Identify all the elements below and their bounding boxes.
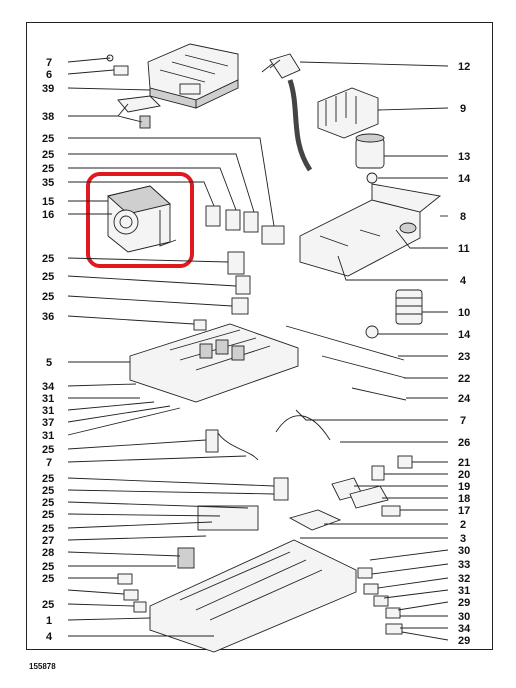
callout-4: 4 — [460, 275, 467, 287]
callout-25: 25 — [42, 133, 54, 145]
callout-28: 28 — [42, 547, 54, 559]
callout-27: 27 — [42, 535, 54, 547]
callout-7: 7 — [460, 415, 466, 427]
callout-25: 25 — [42, 573, 54, 585]
callout-11: 11 — [458, 243, 470, 255]
callout-21: 21 — [458, 457, 470, 469]
callout-13: 13 — [458, 151, 470, 163]
callout-25: 25 — [42, 253, 54, 265]
bottom-left-parts — [117, 573, 147, 613]
callout-31: 31 — [458, 585, 470, 597]
small-board — [288, 509, 342, 531]
callout-18: 18 — [458, 493, 470, 505]
terminal-block — [317, 87, 379, 139]
callout-25: 25 — [42, 473, 54, 485]
right-callouts: 12 9 13 14 8 11 4 10 14 23 22 24 7 26 21… — [458, 61, 471, 647]
figure-reference-number: 155878 — [29, 662, 56, 671]
callout-10: 10 — [458, 307, 470, 319]
callout-25: 25 — [42, 444, 54, 456]
callout-25: 25 — [42, 509, 54, 521]
callout-19: 19 — [458, 481, 470, 493]
callout-24: 24 — [458, 393, 471, 405]
callout-25: 25 — [42, 485, 54, 497]
cable-ties — [285, 325, 407, 401]
callout-25: 25 — [42, 271, 54, 283]
callout-14: 14 — [458, 173, 471, 185]
upper-circuit-board — [129, 323, 299, 403]
callout-35: 35 — [42, 177, 54, 189]
cable-gland — [365, 289, 423, 339]
callout-25: 25 — [42, 291, 54, 303]
callout-6: 6 — [46, 69, 52, 81]
callout-25: 25 — [42, 149, 54, 161]
callout-25: 25 — [42, 561, 54, 573]
callout-31: 31 — [42, 393, 54, 405]
small-right-parts — [331, 455, 413, 517]
connector-blocks — [193, 205, 285, 331]
callout-31: 31 — [42, 430, 54, 442]
callout-34: 34 — [42, 381, 55, 393]
callout-8: 8 — [460, 211, 466, 223]
callout-2: 2 — [460, 519, 466, 531]
bottom-right-connectors — [357, 567, 403, 635]
callout-1: 1 — [46, 615, 52, 627]
callout-29: 29 — [458, 635, 470, 647]
left-callouts: 7 6 39 38 25 25 25 35 15 16 25 25 25 36 … — [42, 57, 55, 643]
callout-33: 33 — [458, 559, 470, 571]
callout-25: 25 — [42, 523, 54, 535]
callout-30: 30 — [458, 611, 470, 623]
mounting-bracket — [299, 183, 442, 277]
callout-4: 4 — [46, 631, 53, 643]
callout-37: 37 — [42, 417, 54, 429]
callout-26: 26 — [458, 437, 470, 449]
top-cover-assembly — [147, 43, 239, 109]
callout-7: 7 — [46, 457, 52, 469]
callout-7: 7 — [46, 57, 52, 69]
callout-38: 38 — [42, 111, 54, 123]
capacitor — [355, 133, 385, 184]
callout-34: 34 — [458, 623, 471, 635]
relay-part — [107, 185, 177, 253]
lower-circuit-board — [149, 505, 357, 653]
callout-25: 25 — [42, 163, 54, 175]
callout-5: 5 — [46, 357, 52, 369]
highlight-box — [86, 172, 194, 268]
callout-32: 32 — [458, 573, 470, 585]
callout-12: 12 — [458, 61, 470, 73]
callout-22: 22 — [458, 373, 470, 385]
callout-3: 3 — [460, 533, 466, 545]
callout-9: 9 — [460, 103, 466, 115]
callout-25: 25 — [42, 599, 54, 611]
callout-25: 25 — [42, 497, 54, 509]
callout-36: 36 — [42, 311, 54, 323]
callout-16: 16 — [42, 209, 54, 221]
callout-17: 17 — [458, 505, 470, 517]
callout-14: 14 — [458, 329, 471, 341]
callout-30: 30 — [458, 545, 470, 557]
power-cord-plug — [261, 53, 313, 172]
callout-15: 15 — [42, 196, 54, 208]
callout-31: 31 — [42, 405, 54, 417]
leader-lines — [67, 57, 449, 641]
small-clip-parts — [106, 54, 161, 129]
callout-20: 20 — [458, 469, 470, 481]
diagram-frame — [26, 22, 493, 650]
callout-23: 23 — [458, 351, 470, 363]
callout-39: 39 — [42, 83, 54, 95]
wire-harness — [205, 415, 331, 501]
callout-29: 29 — [458, 597, 470, 609]
